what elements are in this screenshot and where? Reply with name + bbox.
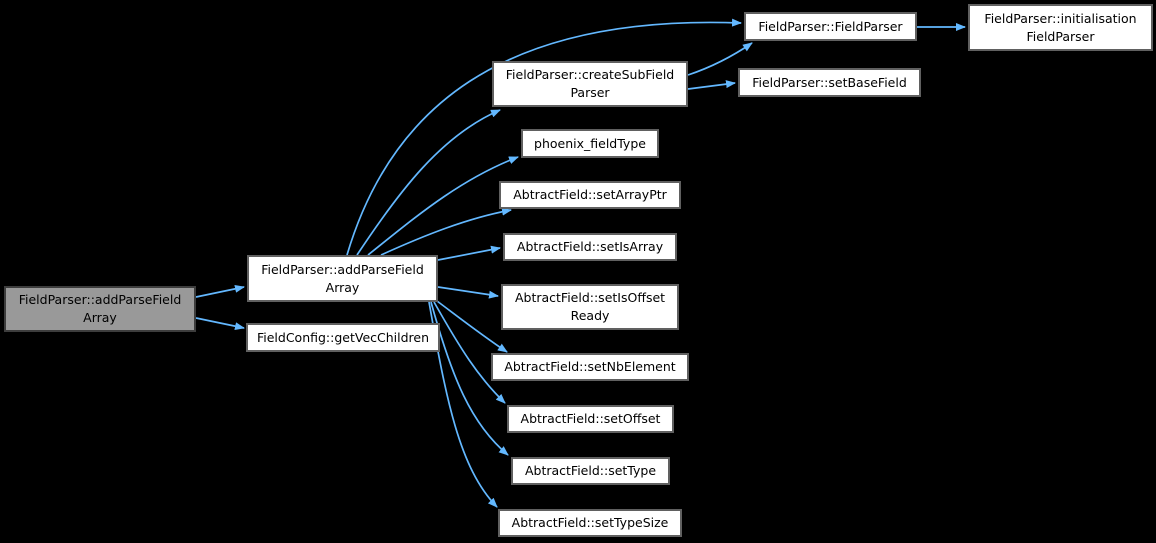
edge-focus-to-getvecchildren xyxy=(195,317,245,331)
edge-addparse-to-fieldparserctor xyxy=(346,18,742,256)
edge-focus-to-addparsefieldarray xyxy=(195,284,245,298)
node-fieldparser-setbasefield[interactable]: FieldParser::setBaseField xyxy=(738,68,921,97)
edge-createsub-to-setbasefield xyxy=(687,80,736,90)
node-phoenix-fieldtype[interactable]: phoenix_fieldType xyxy=(521,129,659,158)
edge-addparse-to-phoenixfieldtype xyxy=(367,156,519,256)
edge-createsub-to-fieldparserctor xyxy=(687,42,753,76)
edge-addparse-to-createsubfield xyxy=(356,109,501,256)
node-abtractfield-setisarray[interactable]: AbtractField::setIsArray xyxy=(503,233,677,261)
node-fieldconfig-getvecchildren[interactable]: FieldConfig::getVecChildren xyxy=(246,323,440,352)
node-abtractfield-setarrayptr[interactable]: AbtractField::setArrayPtr xyxy=(499,181,681,209)
node-fieldparser-createsubfieldparser[interactable]: FieldParser::createSubField Parser xyxy=(492,61,688,107)
node-fieldparser-fieldparser[interactable]: FieldParser::FieldParser xyxy=(744,12,917,41)
edge-addparse-to-setnbelement xyxy=(436,300,508,353)
node-fieldparser-addparsefieldarray-focus: FieldParser::addParseField Array xyxy=(4,286,196,332)
node-abtractfield-setisoffsetready[interactable]: AbtractField::setIsOffset Ready xyxy=(501,284,679,330)
edge-addparse-to-setisarray xyxy=(437,245,501,261)
node-fieldparser-addparsefieldarray[interactable]: FieldParser::addParseField Array xyxy=(247,255,438,302)
edge-addparse-to-setisoffsetready xyxy=(437,286,499,299)
node-fieldparser-initialisationfieldparser[interactable]: FieldParser::initialisation FieldParser xyxy=(968,4,1153,51)
node-abtractfield-settypesize[interactable]: AbtractField::setTypeSize xyxy=(498,509,682,537)
node-abtractfield-setoffset[interactable]: AbtractField::setOffset xyxy=(507,405,674,433)
edge-addparse-to-setoffset xyxy=(433,301,506,404)
node-abtractfield-settype[interactable]: AbtractField::setType xyxy=(511,457,670,485)
edge-addparse-to-setarrayptr xyxy=(380,207,512,256)
node-abtractfield-setnbelement[interactable]: AbtractField::setNbElement xyxy=(491,353,689,381)
